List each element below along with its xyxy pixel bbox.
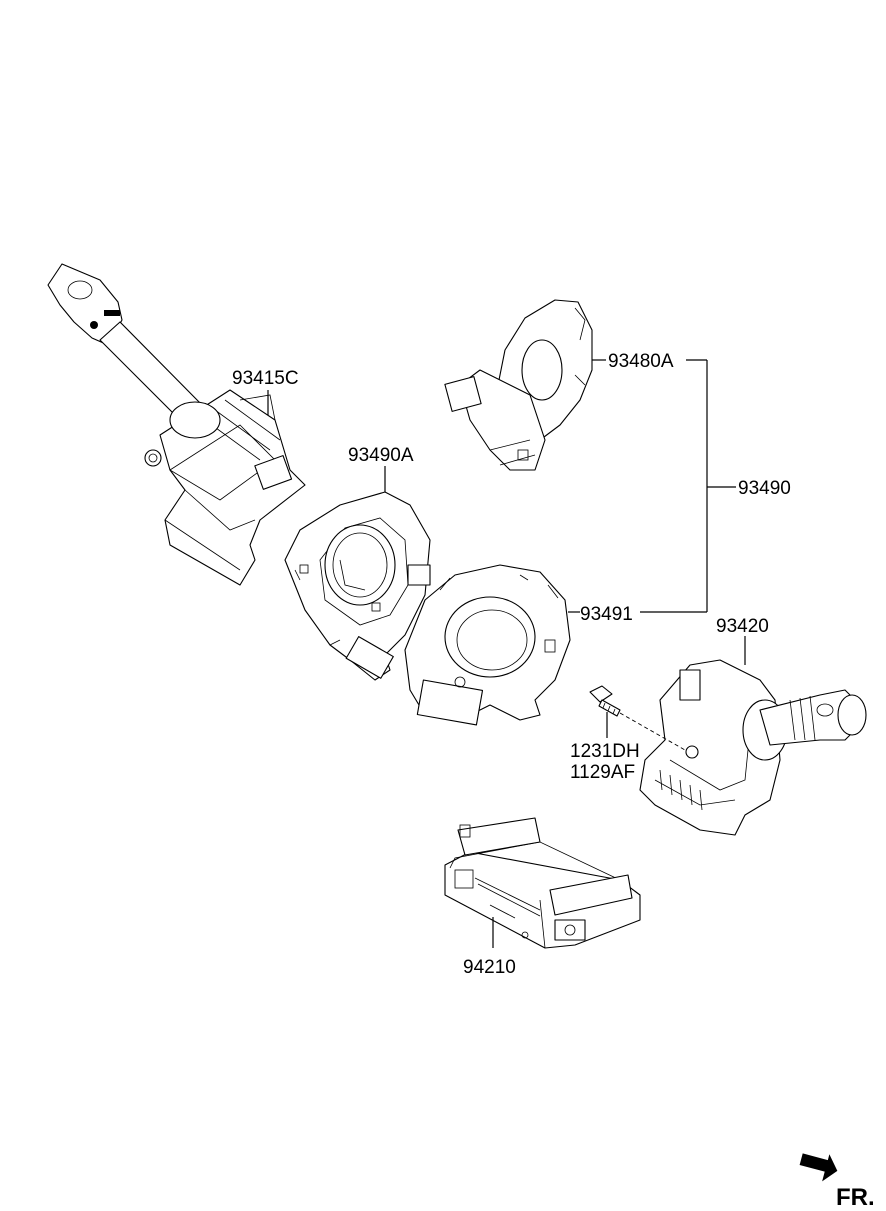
clock-spring-93490a — [284, 491, 431, 681]
label-93491: 93491 — [580, 604, 633, 625]
front-direction-label: FR. — [836, 1184, 875, 1211]
wiper-switch-93420 — [639, 659, 867, 836]
angle-sensor-93480a — [444, 299, 593, 471]
label-93420: 93420 — [716, 616, 769, 637]
label-94210: 94210 — [463, 957, 516, 978]
front-direction-arrow-icon — [799, 1153, 838, 1182]
label-93415c: 93415C — [232, 368, 299, 389]
label-93480a: 93480A — [608, 351, 674, 372]
label-93490a: 93490A — [348, 445, 414, 466]
label-1129af: 1129AF — [570, 762, 635, 783]
bracket-93490 — [640, 359, 736, 613]
label-1231dh: 1231DH — [570, 741, 640, 762]
light-switch-93415c — [47, 263, 306, 586]
module-94210 — [444, 817, 641, 949]
housing-93491 — [404, 564, 571, 726]
label-93490: 93490 — [738, 478, 791, 499]
bolt-1231dh — [589, 685, 686, 751]
